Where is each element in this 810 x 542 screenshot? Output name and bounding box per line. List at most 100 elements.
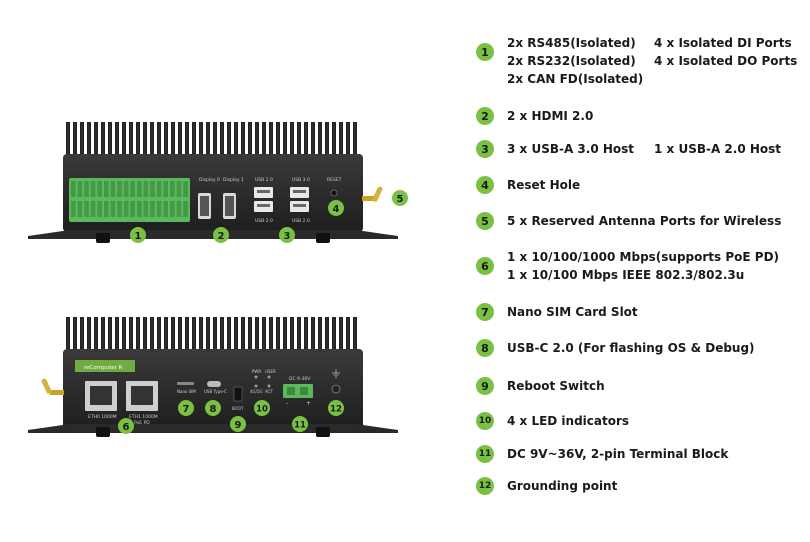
heatsink-fin: [73, 122, 77, 156]
label-display-1: Display 1: [223, 177, 244, 183]
label-dc: DC 9-36V: [289, 376, 311, 382]
callout-1: 1: [135, 231, 142, 242]
callout-3: 3: [284, 231, 291, 242]
heatsink-fin: [199, 317, 203, 351]
label-dc-minus: -: [286, 400, 288, 407]
heatsink-fin: [311, 122, 315, 156]
spec-badge-9: 9: [476, 377, 494, 395]
terminal-pin: [97, 201, 102, 217]
terminal-pin: [143, 181, 149, 197]
heatsink-fin: [276, 317, 280, 351]
heatsink-fin: [227, 317, 231, 351]
heatsink-fin: [136, 122, 140, 156]
spec-badge-4: 4: [476, 176, 494, 194]
terminal-pin: [117, 201, 122, 217]
heatsink-fin: [87, 317, 91, 351]
terminal-pin: [156, 201, 162, 217]
heatsink-fin: [143, 122, 147, 156]
label-reset: RESET: [327, 177, 342, 183]
callout-10: 10: [256, 405, 268, 415]
heatsink-fin: [262, 122, 266, 156]
spec-badge-2: 2: [476, 107, 494, 125]
rear-foot-left: [96, 427, 110, 437]
usb-c-port: [207, 381, 221, 387]
terminal-pin: [170, 201, 175, 217]
spec-9: Reboot Switch: [507, 377, 605, 395]
heatsink-fin: [346, 122, 350, 156]
terminal-pin: [156, 181, 162, 197]
heatsink-fin: [248, 122, 252, 156]
callout-6: 6: [123, 422, 130, 433]
spec-badge-6: 6: [476, 257, 494, 275]
antenna-connector: [362, 196, 376, 201]
heatsink-fin: [136, 317, 140, 351]
heatsink-fin: [297, 122, 301, 156]
terminal-pin: [117, 181, 122, 197]
spec-10: 4 x LED indicators: [507, 412, 629, 430]
spec-3: 3 x USB-A 3.0 Host: [507, 140, 634, 158]
spec-6-line-2: 1 x 10/100 Mbps IEEE 802.3/802.3u: [507, 268, 745, 282]
spec-1: 2x RS485(Isolated) 2x RS232(Isolated) 2x…: [507, 34, 643, 88]
heatsink-fin: [94, 317, 98, 351]
label-eth0: ETH0 1000M: [88, 414, 117, 420]
heatsink-fin: [80, 317, 84, 351]
device-illustration: Display 0 Display 1 USB 2.0 USB 3.0 USB …: [28, 122, 408, 437]
terminal-pin: [163, 181, 168, 197]
rear-heatsink-fins: [66, 317, 357, 351]
heatsink-fin: [178, 122, 182, 156]
antenna-rear: [41, 378, 52, 394]
terminal-pin: [90, 201, 96, 217]
spec-2-line-1: 2 x HDMI 2.0: [507, 109, 594, 123]
front-mount-bracket: [28, 230, 398, 239]
heatsink-fin: [150, 317, 154, 351]
spec-7: Nano SIM Card Slot: [507, 303, 638, 321]
terminal-pin: [170, 181, 175, 197]
terminal-pin: [183, 181, 188, 197]
heatsink-fin: [206, 317, 210, 351]
spec-4: Reset Hole: [507, 176, 580, 194]
heatsink-fin: [213, 317, 217, 351]
heatsink-fin: [332, 122, 336, 156]
label-pwr: PWR: [252, 369, 261, 374]
spec-6: 1 x 10/100/1000 Mbps(supports PoE PD) 1 …: [507, 248, 779, 284]
terminal-pin: [163, 201, 168, 217]
terminal-pin: [143, 201, 149, 217]
heatsink-fin: [157, 122, 161, 156]
heatsink-fin: [325, 122, 329, 156]
heatsink-fin: [304, 317, 308, 351]
spec-7-line-1: Nano SIM Card Slot: [507, 305, 638, 319]
spec-badge-5: 5: [476, 212, 494, 230]
terminal-pin: [150, 181, 155, 197]
label-usb-a: USB 2.0: [255, 177, 273, 183]
callout-11: 11: [294, 421, 306, 431]
spec-3-col2: 1 x USB-A 2.0 Host: [654, 140, 781, 158]
spec-5-line-1: 5 x Reserved Antenna Ports for Wireless: [507, 214, 782, 228]
heatsink-fin: [304, 122, 308, 156]
callout-9: 9: [235, 420, 242, 431]
label-dc-plus: +: [306, 400, 311, 407]
spec-11: DC 9V~36V, 2-pin Terminal Block: [507, 445, 728, 463]
heatsink-fin: [241, 122, 245, 156]
heatsink-fin: [220, 317, 224, 351]
spec-5: 5 x Reserved Antenna Ports for Wireless: [507, 212, 781, 230]
heatsink-fin: [94, 122, 98, 156]
heatsink-fin: [80, 122, 84, 156]
led-act: [267, 384, 271, 388]
antenna-front: [372, 186, 383, 202]
spec-8: USB-C 2.0 (For flashing OS & Debug): [507, 339, 755, 357]
spec-badge-10: 10: [476, 412, 494, 430]
spec-1-line-3: 2x CAN FD(Isolated): [507, 72, 644, 86]
heatsink-fin: [192, 122, 196, 156]
terminal-pin: [104, 201, 109, 217]
heatsink-fin: [234, 122, 238, 156]
heatsink-fin: [192, 317, 196, 351]
heatsink-fin: [297, 317, 301, 351]
brand-label: reComputer R: [84, 365, 123, 371]
heatsink-fin: [150, 122, 154, 156]
spec-6-line-1: 1 x 10/100/1000 Mbps(supports PoE PD): [507, 250, 780, 264]
spec-1-col2-line-2: 4 x Isolated DO Ports: [654, 54, 798, 68]
heatsink-fin: [129, 122, 133, 156]
terminal-pin: [97, 181, 102, 197]
rear-foot-right: [316, 427, 330, 437]
label-boot: BOOT: [232, 406, 244, 411]
